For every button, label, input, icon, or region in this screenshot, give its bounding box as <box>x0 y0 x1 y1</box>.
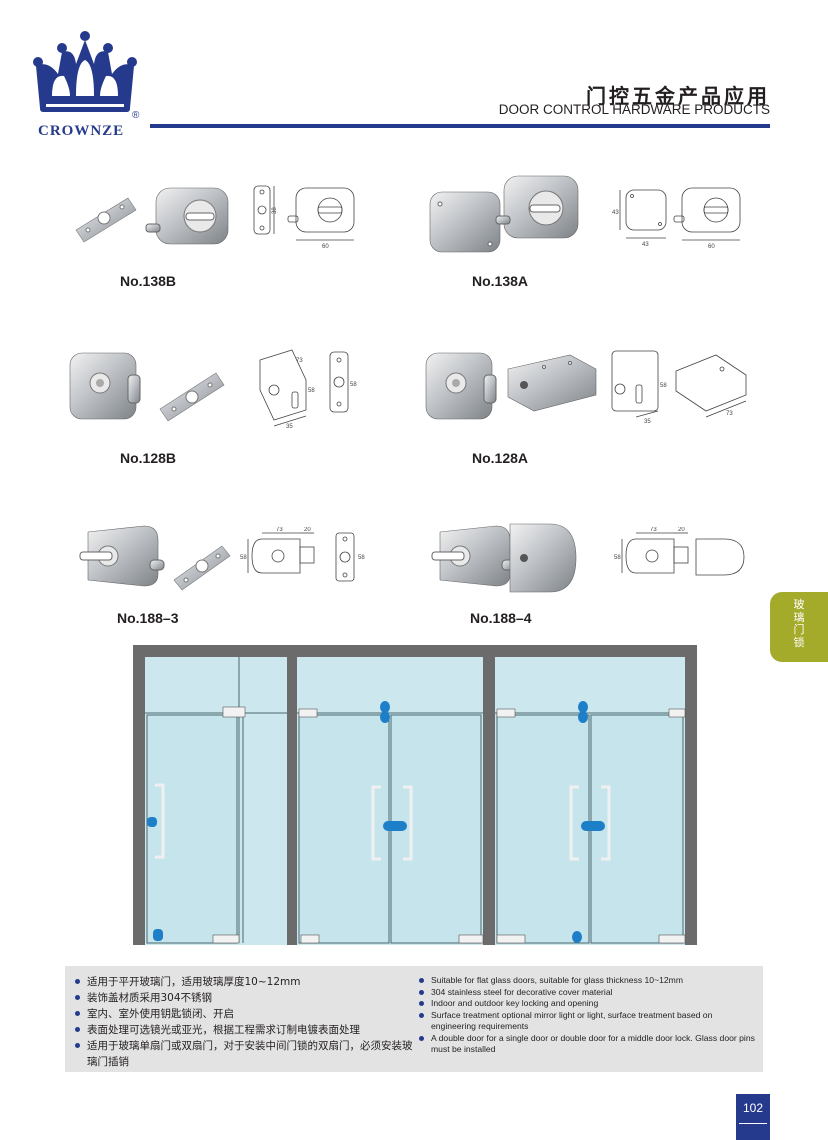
dim-188-3-d: 58 <box>358 555 365 561</box>
product-label-188-3: No.188–3 <box>117 610 179 626</box>
dim-128b-c: 35 <box>286 424 293 430</box>
page-number-box: 102 <box>736 1094 770 1140</box>
product-drawing-138a: 43 43 60 <box>612 182 762 252</box>
product-photo-128b <box>64 345 244 430</box>
header-rule <box>150 124 770 128</box>
dim-138b-h: 38 <box>272 207 278 214</box>
feature-item-cn: 适用于平开玻璃门，适用玻璃厚度10~12mm <box>73 974 413 990</box>
product-photo-138b <box>72 180 232 250</box>
product-photo-188-4 <box>426 518 586 598</box>
category-side-tab: 玻 璃 门 锁 <box>770 592 828 662</box>
dim-188-4-c: 58 <box>614 555 621 561</box>
dim-128b-a: 73 <box>296 358 303 364</box>
product-drawing-128a: 58 35 73 <box>606 345 766 425</box>
product-label-188-4: No.188–4 <box>470 610 532 626</box>
feature-info-box: 适用于平开玻璃门，适用玻璃厚度10~12mm 装饰盖材质采用304不锈钢 室内、… <box>65 966 763 1072</box>
page-number: 102 <box>742 1101 764 1115</box>
feature-item-en: Indoor and outdoor key locking and openi… <box>417 998 757 1010</box>
page-title-en: DOOR CONTROL HARDWARE PRODUCTS <box>498 102 770 117</box>
dim-128b-b: 58 <box>308 388 315 394</box>
page-title-cn: 门控五金产品应用 <box>586 84 770 108</box>
crown-logo-icon <box>30 30 140 140</box>
dim-138a-h: 43 <box>612 210 619 216</box>
feature-list-en: Suitable for flat glass doors, suitable … <box>417 975 757 1056</box>
feature-item-cn: 室内、室外使用钥匙锁闭、开启 <box>73 1006 413 1022</box>
product-drawing-188-3: 73 20 58 58 <box>240 527 370 587</box>
side-tab-char: 璃 <box>793 611 805 624</box>
dim-188-4-a: 73 <box>650 527 657 533</box>
registered-mark: ® <box>132 110 140 121</box>
product-label-138b: No.138B <box>120 273 177 289</box>
product-label-128b: No.128B <box>120 450 177 466</box>
product-drawing-128b: 73 58 35 58 <box>252 340 362 430</box>
dim-188-3-c: 58 <box>240 555 247 561</box>
dim-128a-c: 73 <box>726 411 733 417</box>
feature-item-en: Surface treatment optional mirror light … <box>417 1010 757 1033</box>
dim-138b-w: 60 <box>322 244 329 250</box>
dim-128a-a: 58 <box>660 383 667 389</box>
dim-188-3-b: 20 <box>304 527 311 533</box>
feature-item-en: 304 stainless steel for decorative cover… <box>417 987 757 999</box>
brand-name: CROWNZE <box>38 123 125 139</box>
dim-188-3-a: 73 <box>276 527 283 533</box>
dim-138a-l: 60 <box>708 244 715 250</box>
feature-item-cn: 装饰盖材质采用304不锈钢 <box>73 990 413 1006</box>
feature-item-cn: 适用于玻璃单扇门或双扇门，对于安装中间门锁的双扇门，必须安装玻璃门插销 <box>73 1038 413 1070</box>
dim-128b-d: 58 <box>350 382 357 388</box>
feature-list-cn: 适用于平开玻璃门，适用玻璃厚度10~12mm 装饰盖材质采用304不锈钢 室内、… <box>73 974 413 1070</box>
dim-128a-b: 35 <box>644 419 651 425</box>
product-label-138a: No.138A <box>472 273 529 289</box>
product-photo-128a <box>420 345 600 430</box>
feature-item-cn: 表面处理可选镜光或亚光，根据工程需求订制电镀表面处理 <box>73 1022 413 1038</box>
product-label-128a: No.128A <box>472 450 529 466</box>
product-drawing-138b: 38 60 <box>250 182 360 252</box>
dim-188-4-b: 20 <box>678 527 685 533</box>
feature-item-en: Suitable for flat glass doors, suitable … <box>417 975 757 987</box>
page-number-rule <box>739 1123 767 1124</box>
side-tab-char: 门 <box>793 624 805 636</box>
product-drawing-188-4: 73 20 58 <box>612 527 752 587</box>
dim-138a-w: 43 <box>642 242 649 248</box>
side-tab-char: 玻 <box>793 599 805 611</box>
glass-door-illustration <box>133 645 697 945</box>
feature-item-en: A double door for a single door or doubl… <box>417 1033 757 1056</box>
side-tab-char: 锁 <box>793 636 805 649</box>
product-photo-138a <box>424 170 584 255</box>
product-photo-188-3 <box>74 518 234 598</box>
